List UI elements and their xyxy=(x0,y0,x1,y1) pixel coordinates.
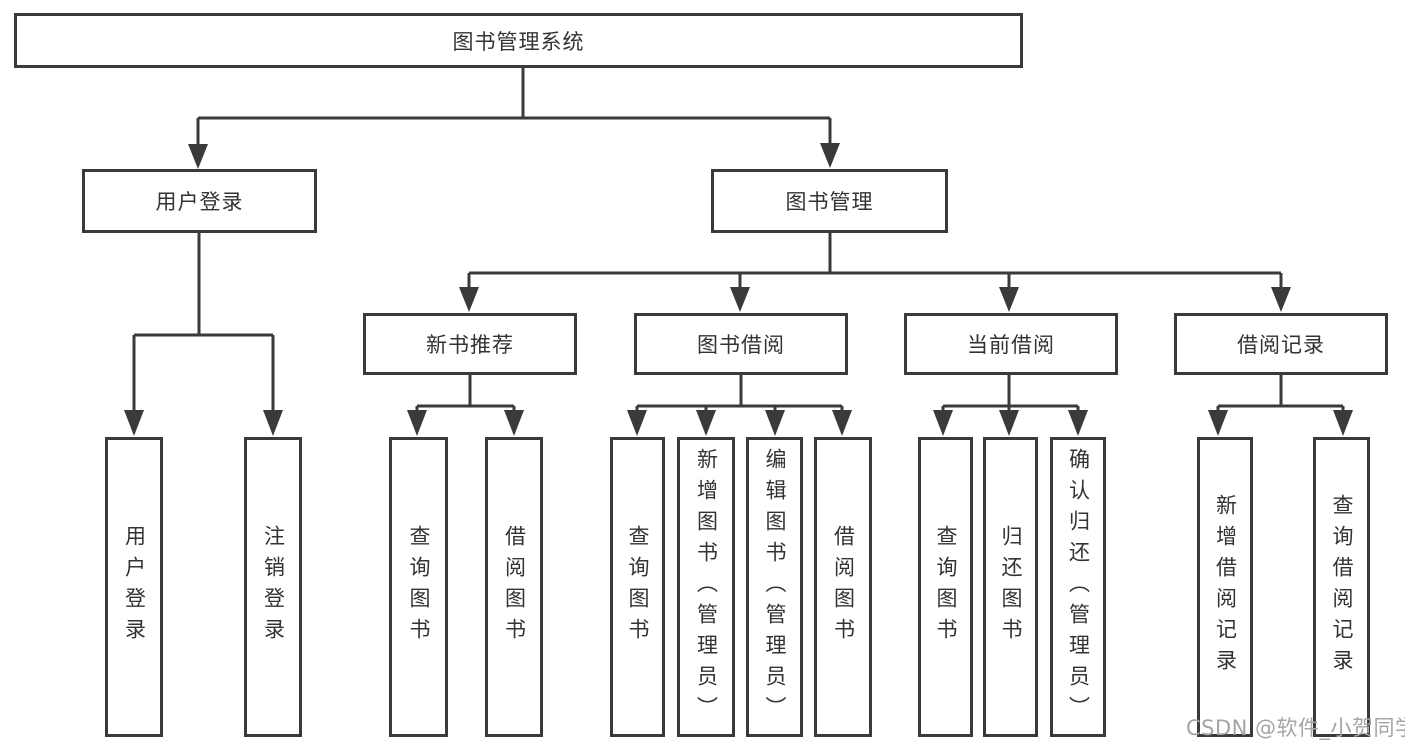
leaf-recommend-query-books: 查询图书 xyxy=(389,437,448,737)
arrowhead xyxy=(1271,287,1291,312)
leaf-confirm-return-admin-label: 确认归还（管理员） xyxy=(1066,447,1091,727)
leaf-query-borrow-record: 查询借阅记录 xyxy=(1313,437,1370,737)
connector-book-management xyxy=(459,233,1291,312)
node-new-book-recommend: 新书推荐 xyxy=(363,313,577,375)
connector-user-login xyxy=(124,233,283,436)
leaf-recommend-borrow-books-label: 借阅图书 xyxy=(502,525,527,649)
leaf-borrow-books-label: 借阅图书 xyxy=(831,525,856,649)
node-borrow-records-label: 借阅记录 xyxy=(1237,333,1325,357)
leaf-add-borrow-record: 新增借阅记录 xyxy=(1197,437,1253,737)
node-book-management: 图书管理 xyxy=(711,169,948,233)
node-current-borrow-label: 当前借阅 xyxy=(967,333,1055,357)
watermark: CSDN @软件_小贺同学 xyxy=(1186,716,1405,740)
leaf-logout-label: 注销登录 xyxy=(261,525,286,649)
node-book-borrow: 图书借阅 xyxy=(634,313,848,375)
arrowhead xyxy=(407,410,427,436)
arrowhead xyxy=(627,410,647,436)
arrowhead xyxy=(188,144,208,169)
connector-current-borrow xyxy=(933,375,1088,436)
leaf-edit-books-admin: 编辑图书（管理员） xyxy=(746,437,803,737)
node-new-book-recommend-label: 新书推荐 xyxy=(426,333,514,357)
leaf-current-query-books-label: 查询图书 xyxy=(934,525,958,649)
leaf-add-borrow-record-label: 新增借阅记录 xyxy=(1213,494,1238,680)
arrowhead xyxy=(459,287,479,312)
leaf-add-books-admin-label: 新增图书（管理员） xyxy=(694,447,719,727)
node-library-system: 图书管理系统 xyxy=(14,13,1023,68)
node-book-borrow-label: 图书借阅 xyxy=(697,333,785,357)
node-book-management-label: 图书管理 xyxy=(785,190,874,214)
arrowhead xyxy=(1068,410,1088,436)
arrowhead xyxy=(696,410,716,436)
arrowhead xyxy=(730,287,750,312)
leaf-return-books: 归还图书 xyxy=(983,437,1038,737)
arrowhead xyxy=(832,410,852,436)
leaf-query-borrow-record-label: 查询借阅记录 xyxy=(1330,494,1354,680)
arrowhead xyxy=(999,410,1019,436)
arrowhead xyxy=(1333,410,1353,436)
arrowhead xyxy=(933,410,953,436)
leaf-borrow-query-books: 查询图书 xyxy=(610,437,665,737)
leaf-confirm-return-admin: 确认归还（管理员） xyxy=(1050,437,1106,737)
connector-new-book-recommend xyxy=(407,375,524,436)
arrowhead xyxy=(820,143,840,168)
node-user-login: 用户登录 xyxy=(82,169,317,233)
arrowhead xyxy=(504,410,524,436)
leaf-recommend-query-books-label: 查询图书 xyxy=(407,525,431,649)
node-library-system-label: 图书管理系统 xyxy=(452,29,585,54)
connector-book-borrow xyxy=(627,375,852,436)
arrowhead xyxy=(263,410,283,436)
leaf-add-books-admin: 新增图书（管理员） xyxy=(677,437,735,737)
arrowhead xyxy=(1208,410,1228,436)
connector-borrow-records xyxy=(1208,375,1353,436)
arrowhead xyxy=(765,410,785,436)
leaf-user-login-label: 用户登录 xyxy=(122,525,147,649)
leaf-return-books-label: 归还图书 xyxy=(999,525,1023,649)
node-user-login-label: 用户登录 xyxy=(155,190,244,214)
leaf-borrow-query-books-label: 查询图书 xyxy=(626,525,650,649)
leaf-current-query-books: 查询图书 xyxy=(918,437,973,737)
leaf-recommend-borrow-books: 借阅图书 xyxy=(485,437,543,737)
leaf-borrow-books: 借阅图书 xyxy=(814,437,872,737)
arrowhead xyxy=(999,287,1019,312)
leaf-edit-books-admin-label: 编辑图书（管理员） xyxy=(763,447,787,727)
node-current-borrow: 当前借阅 xyxy=(904,313,1118,375)
connector-root xyxy=(188,68,840,169)
leaf-logout: 注销登录 xyxy=(244,437,302,737)
arrowhead xyxy=(124,410,144,436)
node-borrow-records: 借阅记录 xyxy=(1174,313,1388,375)
leaf-user-login: 用户登录 xyxy=(105,437,163,737)
